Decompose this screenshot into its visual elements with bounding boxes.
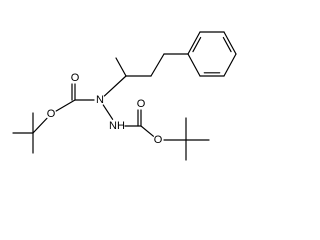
atom-label-oa2: O: [47, 108, 56, 120]
bond-line: [103, 75, 127, 97]
bond-ph6-ph1: [187, 53, 201, 77]
bond-oa2-ta: [32, 117, 48, 134]
bond-line: [187, 53, 201, 77]
bond-ph1-ph2: [187, 31, 202, 55]
bond-ph3-ph4: [222, 31, 237, 55]
bond-line-second: [222, 36, 232, 53]
bond-c1-c2: [115, 57, 127, 77]
bond-line: [55, 99, 76, 112]
atom-label-ob2: O: [154, 134, 163, 146]
bond-cb-ob2: [140, 125, 154, 137]
bond-ca-oa1: [71, 83, 76, 101]
bond-line: [223, 31, 237, 55]
bond-cb-ob1: [137, 109, 142, 127]
bond-line: [150, 53, 165, 77]
bond-layer: [12, 31, 237, 161]
bond-line: [32, 117, 48, 134]
bond-ph5-ph6: [199, 72, 225, 77]
bond-c2-n1: [103, 75, 127, 97]
bond-n1-n2: [102, 104, 114, 120]
bond-line: [140, 125, 154, 137]
bond-line-second: [192, 36, 202, 53]
atom-label-oa1: O: [71, 72, 80, 84]
bond-line: [187, 31, 201, 55]
atom-label-ob1: O: [137, 98, 146, 110]
bond-line: [223, 53, 237, 77]
bond-ca-oa2: [55, 99, 76, 112]
bond-ph4-ph5: [223, 53, 237, 77]
bond-line: [115, 57, 127, 77]
molecule-structure-diagram: N NH O O O O: [12, 31, 237, 161]
atom-label-layer: N NH O O O O: [47, 72, 163, 146]
bond-line: [102, 104, 114, 120]
atom-label-n1: N: [96, 94, 104, 106]
atom-label-n2: NH: [109, 120, 125, 132]
bond-c3-c4: [150, 53, 165, 77]
